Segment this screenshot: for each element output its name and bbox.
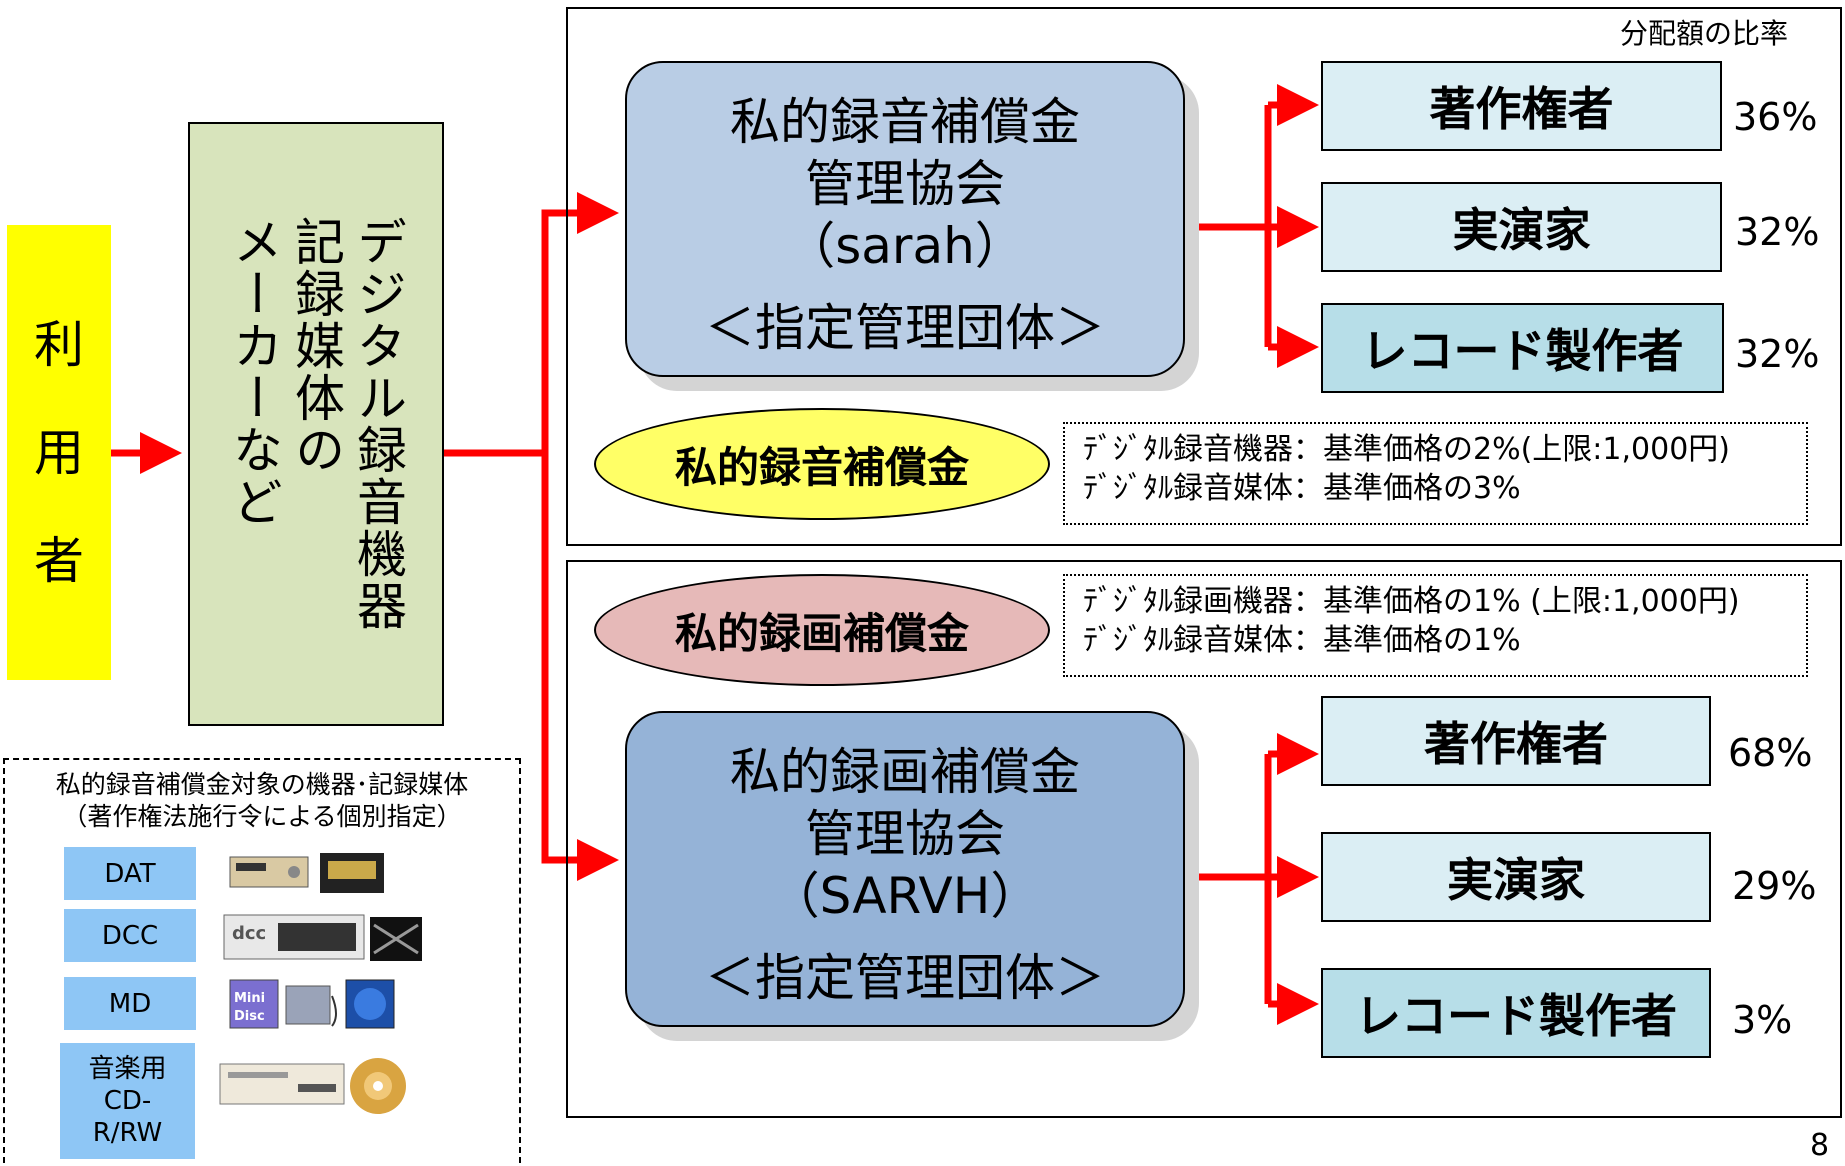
sarah-dist-producer: レコード製作者 <box>1321 303 1724 393</box>
sarah-designation: ＜指定管理団体＞ <box>705 299 1105 357</box>
user-char-1: 利 <box>34 315 84 374</box>
sarvh-dist-producer-percent: 3% <box>1732 998 1793 1042</box>
audio-rate-line2: ﾃﾞｼﾞﾀﾙ録音媒体：基準価格の3% <box>1083 471 1521 506</box>
sarah-dist-producer-percent: 32% <box>1735 332 1820 376</box>
sarvh-dist-performer: 実演家 <box>1321 832 1711 922</box>
maker-box: デジタル録音機器 記録媒体の メーカーなど <box>188 122 444 726</box>
video-rate-note: ﾃﾞｼﾞﾀﾙ録画機器：基準価格の1% (上限:1,000円) ﾃﾞｼﾞﾀﾙ録音媒… <box>1063 574 1808 677</box>
sarvh-org-box: 私的録画補償金 管理協会 （SARVH） ＜指定管理団体＞ <box>625 711 1185 1027</box>
svg-text:Mini: Mini <box>234 991 265 1006</box>
audio-section-frame <box>566 7 1842 546</box>
sarvh-dist-copyright-percent: 68% <box>1728 731 1813 775</box>
distribution-ratio-label: 分配額の比率 <box>1620 17 1789 50</box>
sarah-dist-performer: 実演家 <box>1321 182 1722 272</box>
sarah-dist-copyright-label: 著作権者 <box>1429 82 1614 136</box>
sarvh-designation: ＜指定管理団体＞ <box>705 949 1105 1007</box>
video-compensation-oval: 私的録画補償金 <box>594 574 1050 686</box>
sarvh-dist-producer-label: レコード製作者 <box>1355 989 1677 1043</box>
dat-device-image <box>229 853 384 893</box>
sarah-dist-copyright: 著作権者 <box>1321 61 1722 151</box>
sarah-name-line1: 私的録音補償金 <box>730 93 1080 151</box>
sarvh-name-line2: 管理協会 <box>805 805 1005 863</box>
arrow-to-sarvh <box>541 453 619 881</box>
media-label-dat: DAT <box>64 847 196 900</box>
video-rate-line2: ﾃﾞｼﾞﾀﾙ録音媒体：基準価格の1% <box>1083 623 1521 658</box>
sarvh-dist-performer-label: 実演家 <box>1447 853 1585 907</box>
media-label-dcc: DCC <box>64 909 196 962</box>
page-number: 8 <box>1810 1128 1830 1163</box>
video-compensation-label: 私的録画補償金 <box>674 608 969 658</box>
video-section-frame <box>566 560 1842 1118</box>
sarvh-dist-performer-percent: 29% <box>1732 864 1817 908</box>
arrow-to-sarah <box>541 192 619 453</box>
audio-rate-note: ﾃﾞｼﾞﾀﾙ録音機器：基準価格の2%(上限:1,000円) ﾃﾞｼﾞﾀﾙ録音媒体… <box>1063 422 1808 525</box>
audio-compensation-oval: 私的録音補償金 <box>594 408 1050 520</box>
target-media-legend <box>3 758 521 1163</box>
sarvh-dist-copyright-label: 著作権者 <box>1424 717 1608 771</box>
media-label-dat-text: DAT <box>104 858 156 889</box>
svg-text:Disc: Disc <box>234 1009 265 1024</box>
user-char-3: 者 <box>34 531 84 590</box>
legend-title-line1: 私的録音補償金対象の機器･記録媒体 <box>55 770 469 799</box>
maker-label: デジタル録音機器 記録媒体の メーカーなど <box>225 216 407 632</box>
audio-rate-line1: ﾃﾞｼﾞﾀﾙ録音機器：基準価格の2%(上限:1,000円) <box>1083 432 1730 467</box>
sarvh-name-line1: 私的録画補償金 <box>730 743 1080 801</box>
media-label-md: MD <box>64 977 196 1030</box>
user-char-2: 用 <box>34 423 84 482</box>
dcc-device-image: dcc <box>223 914 422 961</box>
media-label-cdr: 音楽用 CD- R/RW <box>60 1043 195 1159</box>
sarah-dist-performer-percent: 32% <box>1735 210 1820 254</box>
sarah-dist-copyright-percent: 36% <box>1733 95 1818 139</box>
sarah-dist-producer-label: レコード製作者 <box>1361 324 1684 378</box>
user-box: 利 用 者 <box>7 225 111 680</box>
media-label-cdr-text: 音楽用 CD- R/RW <box>88 1054 167 1148</box>
cdr-device-image <box>219 1058 406 1114</box>
sarah-name-line3: （sarah） <box>785 217 1025 275</box>
media-label-md-text: MD <box>108 988 152 1019</box>
legend-title: 私的録音補償金対象の機器･記録媒体 （著作権法施行令による個別指定） <box>3 769 521 833</box>
video-rate-line1: ﾃﾞｼﾞﾀﾙ録画機器：基準価格の1% (上限:1,000円) <box>1083 584 1740 619</box>
svg-text:dcc: dcc <box>232 923 266 944</box>
sarah-dist-performer-label: 実演家 <box>1452 203 1591 257</box>
audio-compensation-label: 私的録音補償金 <box>674 442 969 492</box>
sarah-org-box: 私的録音補償金 管理協会 （sarah） ＜指定管理団体＞ <box>625 61 1185 377</box>
sarvh-dist-copyright: 著作権者 <box>1321 696 1711 786</box>
media-label-dcc-text: DCC <box>101 920 159 951</box>
legend-title-line2: （著作権法施行令による個別指定） <box>62 802 462 831</box>
md-device-image: Mini Disc <box>229 979 395 1029</box>
sarah-name-line2: 管理協会 <box>805 155 1005 213</box>
sarvh-name-line3: （SARVH） <box>769 867 1041 925</box>
sarvh-dist-producer: レコード製作者 <box>1321 968 1711 1058</box>
